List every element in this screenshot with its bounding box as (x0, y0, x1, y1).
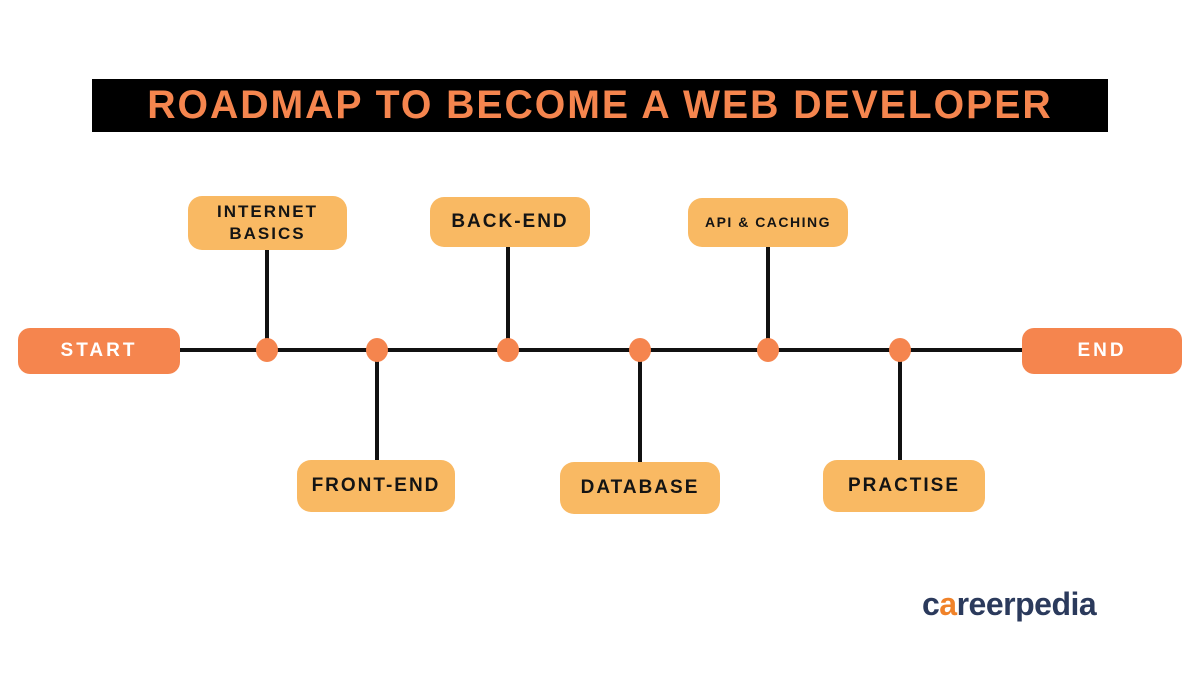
node-label: BACK-END (451, 210, 569, 232)
connector-internet-basics (265, 248, 269, 350)
timeline-dot-5 (757, 338, 779, 362)
node-internet-basics: INTERNET BASICS (188, 196, 347, 250)
timeline-dot-2 (366, 338, 388, 362)
node-label: INTERNET BASICS (217, 201, 318, 243)
timeline-line (176, 348, 1022, 352)
node-practise: PRACTISE (823, 460, 985, 512)
timeline-dot-1 (256, 338, 278, 362)
node-label: FRONT-END (311, 474, 441, 496)
node-label: PRACTISE (847, 474, 961, 496)
connector-practise (898, 350, 902, 462)
node-api-caching: API & CACHING (688, 198, 848, 247)
connector-database (638, 350, 642, 462)
timeline-dot-6 (889, 338, 911, 362)
logo-accent-letter: a (939, 586, 957, 622)
connector-front-end (375, 350, 379, 462)
node-front-end: FRONT-END (297, 460, 455, 512)
start-node: START (18, 328, 180, 374)
timeline-dot-3 (497, 338, 519, 362)
node-database: DATABASE (560, 462, 720, 514)
logo-part-1: c (922, 586, 940, 622)
node-label: DATABASE (580, 476, 700, 498)
node-label: API & CACHING (704, 214, 832, 231)
start-node-label: START (60, 340, 138, 361)
connector-api-caching (766, 245, 770, 350)
end-node: END (1022, 328, 1182, 374)
careerpedia-logo: careerpedia (922, 586, 1097, 623)
page-title: ROADMAP TO BECOME A WEB DEVELOPER (147, 83, 1053, 127)
timeline-dot-4 (629, 338, 651, 362)
node-back-end: BACK-END (430, 197, 590, 247)
end-node-label: END (1077, 340, 1127, 361)
connector-back-end (506, 245, 510, 350)
logo-part-2: reerpedia (956, 586, 1097, 622)
title-banner: ROADMAP TO BECOME A WEB DEVELOPER (92, 79, 1108, 132)
